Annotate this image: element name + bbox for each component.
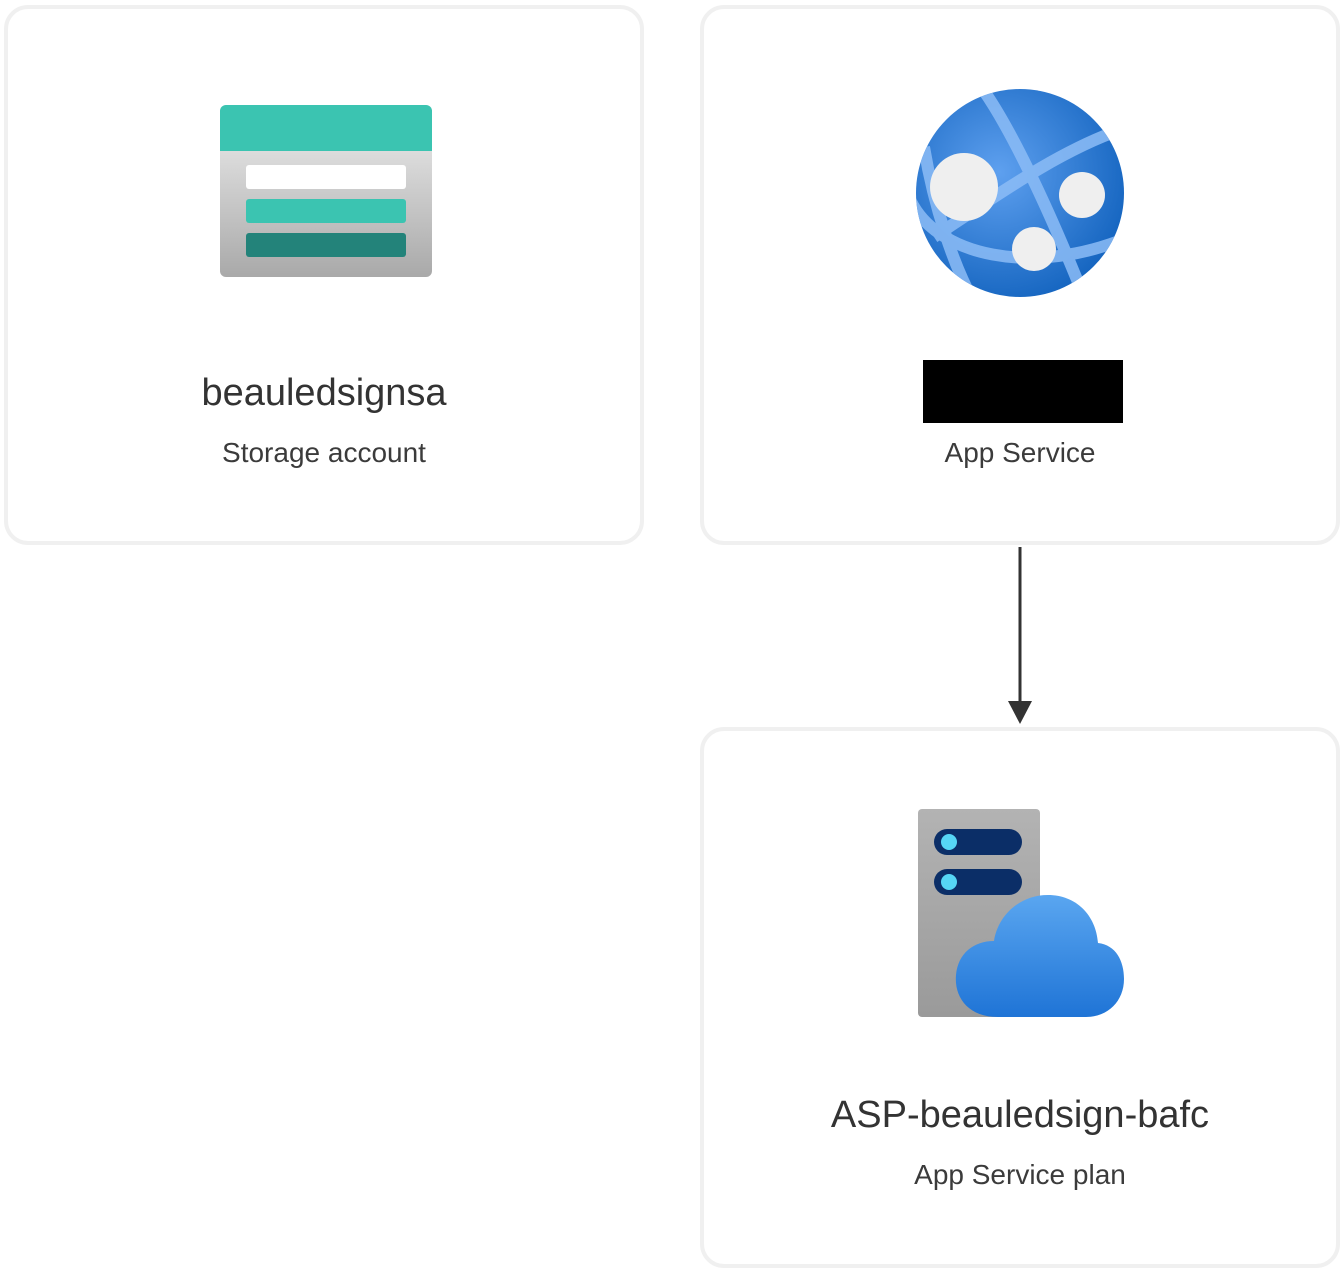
redacted-name-block <box>923 360 1123 423</box>
app-service-node[interactable]: App Service <box>700 5 1340 545</box>
app-service-plan-name: ASP-beauledsign-bafc <box>830 1094 1210 1136</box>
storage-account-icon <box>220 105 432 277</box>
arrowhead <box>1008 701 1032 724</box>
storage-account-node[interactable]: beauledsignsa Storage account <box>4 5 644 545</box>
app-service-type: App Service <box>944 437 1096 468</box>
app-service-plan-type: App Service plan <box>914 1159 1126 1190</box>
app-service-plan-icon <box>916 809 1124 1021</box>
storage-account-type: Storage account <box>222 437 426 468</box>
app-service-plan-node[interactable]: ASP-beauledsign-bafc App Service plan <box>700 727 1340 1268</box>
storage-account-name: beauledsignsa <box>201 372 447 414</box>
app-service-globe-icon <box>914 87 1126 299</box>
